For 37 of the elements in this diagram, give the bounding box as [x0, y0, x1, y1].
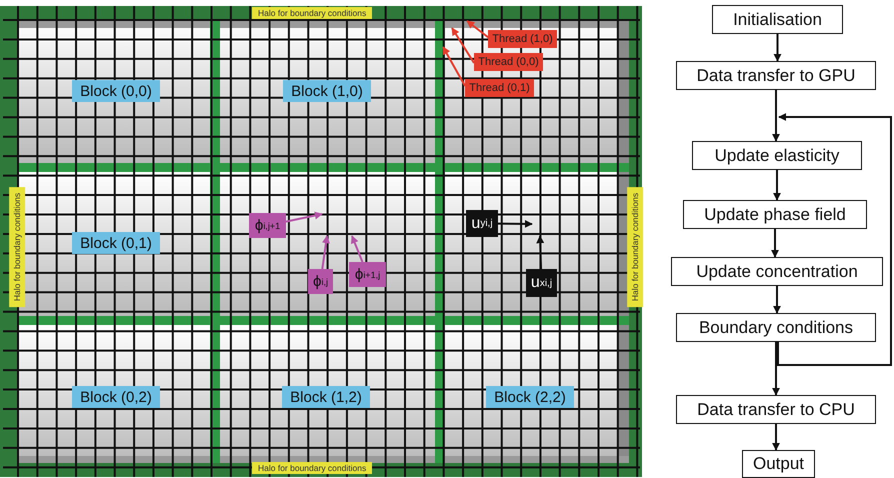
halo-label: Halo for boundary conditions	[627, 186, 644, 308]
process-box: Data transfer to GPU	[676, 61, 876, 90]
arrow	[777, 113, 892, 366]
leader-arrow	[498, 220, 533, 228]
arrow	[772, 424, 780, 451]
block-label: Block (0,1)	[72, 232, 160, 254]
process-box: Update phase field	[683, 200, 867, 229]
halo-label: Halo for boundary conditions	[252, 7, 372, 19]
halo-label: Halo for boundary conditions	[9, 186, 26, 308]
block-label: Block (2,2)	[486, 386, 574, 408]
leader-arrow	[286, 212, 323, 223]
leader-arrow	[536, 235, 544, 270]
process-box: Update concentration	[671, 257, 883, 286]
process-box: Initialisation	[712, 5, 843, 34]
arrow	[772, 90, 780, 142]
leader-arrow	[350, 235, 364, 262]
arrow	[771, 229, 779, 258]
leader-arrow	[466, 20, 490, 39]
block-label: Block (1,0)	[283, 80, 371, 102]
thread-label: Thread (0,1)	[465, 79, 534, 97]
thread-label: Thread (0,0)	[474, 53, 543, 71]
block-label: Block (1,2)	[282, 386, 370, 408]
arrow	[772, 342, 780, 396]
leader-arrow	[321, 235, 330, 270]
thread-label: Thread (1,0)	[488, 30, 557, 48]
leader-arrow	[442, 46, 466, 86]
halo-label: Halo for boundary conditions	[252, 462, 372, 474]
arrow	[774, 34, 782, 62]
leader-arrow	[451, 27, 475, 64]
process-box: Boundary conditions	[676, 313, 876, 342]
block-label: Block (0,0)	[72, 80, 160, 102]
block-label: Block (0,2)	[72, 386, 160, 408]
arrow	[773, 170, 781, 201]
process-box: Data transfer to CPU	[676, 395, 876, 424]
arrow	[773, 286, 781, 314]
process-box: Update elasticity	[692, 141, 862, 170]
process-box: Output	[742, 450, 815, 478]
